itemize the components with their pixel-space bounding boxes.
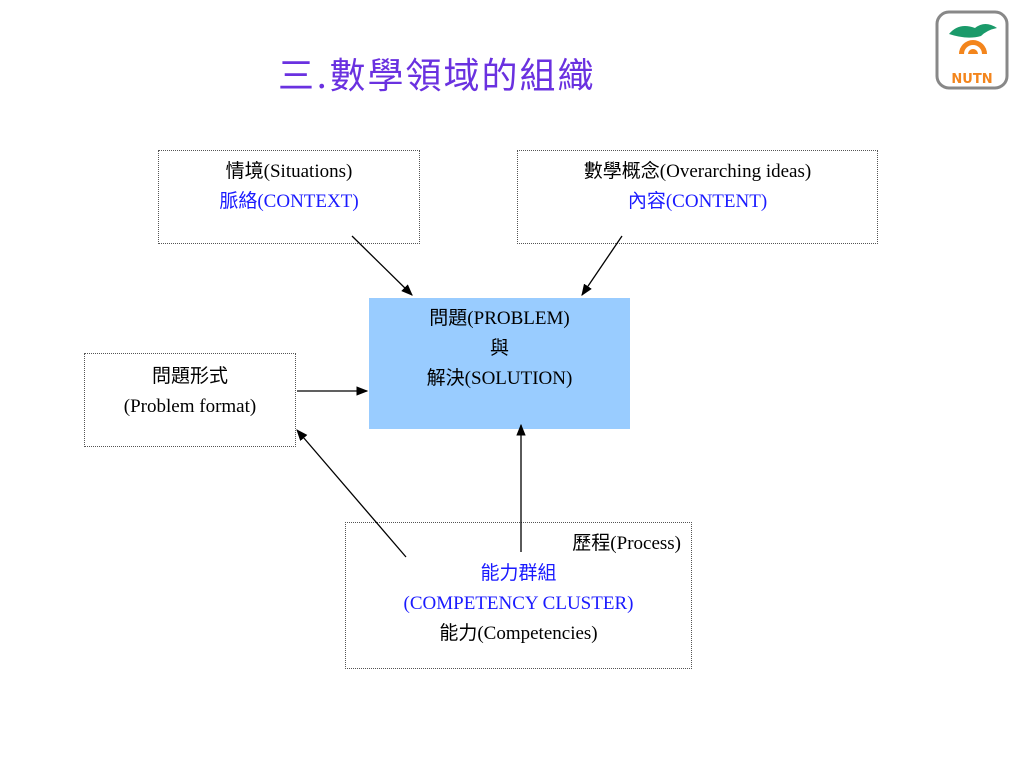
problem-format-zh-label: 問題形式 xyxy=(151,366,228,387)
nutn-logo-icon xyxy=(935,10,1009,90)
logo-text: NUTN xyxy=(951,72,993,87)
competency-cluster-zh-label: 能力群組 xyxy=(480,563,557,584)
and-label: 與 xyxy=(489,338,509,359)
context-situations-label: 情境(Situations) xyxy=(225,161,353,182)
process-label: 歷程(Process) xyxy=(572,533,681,554)
problem-label: 問題(PROBLEM) xyxy=(429,308,570,329)
competencies-label: 能力(Competencies) xyxy=(439,623,598,644)
arrow-content-to-problem xyxy=(581,235,623,296)
competency-cluster-en-label: (COMPETENCY CLUSTER) xyxy=(403,593,634,614)
content-label: 內容(CONTENT) xyxy=(627,191,768,212)
solution-label: 解決(SOLUTION) xyxy=(426,368,573,389)
context-box: 情境(Situations) 脈絡(CONTEXT) xyxy=(158,150,420,244)
nutn-logo: NUTN xyxy=(935,10,1009,90)
competency-box: 歷程(Process) 能力群組 (COMPETENCY CLUSTER) 能力… xyxy=(345,522,692,669)
slide-title: 三.數學領域的組織 xyxy=(278,56,596,97)
arrow-context-to-problem xyxy=(351,235,413,296)
problem-format-en-label: (Problem format) xyxy=(123,396,257,417)
problem-format-box: 問題形式 (Problem format) xyxy=(84,353,296,447)
problem-solution-box: 問題(PROBLEM) 與 解決(SOLUTION) xyxy=(369,298,630,429)
content-box: 數學概念(Overarching ideas) 內容(CONTENT) xyxy=(517,150,878,244)
content-ideas-label: 數學概念(Overarching ideas) xyxy=(583,161,812,182)
context-label: 脈絡(CONTEXT) xyxy=(219,191,359,212)
